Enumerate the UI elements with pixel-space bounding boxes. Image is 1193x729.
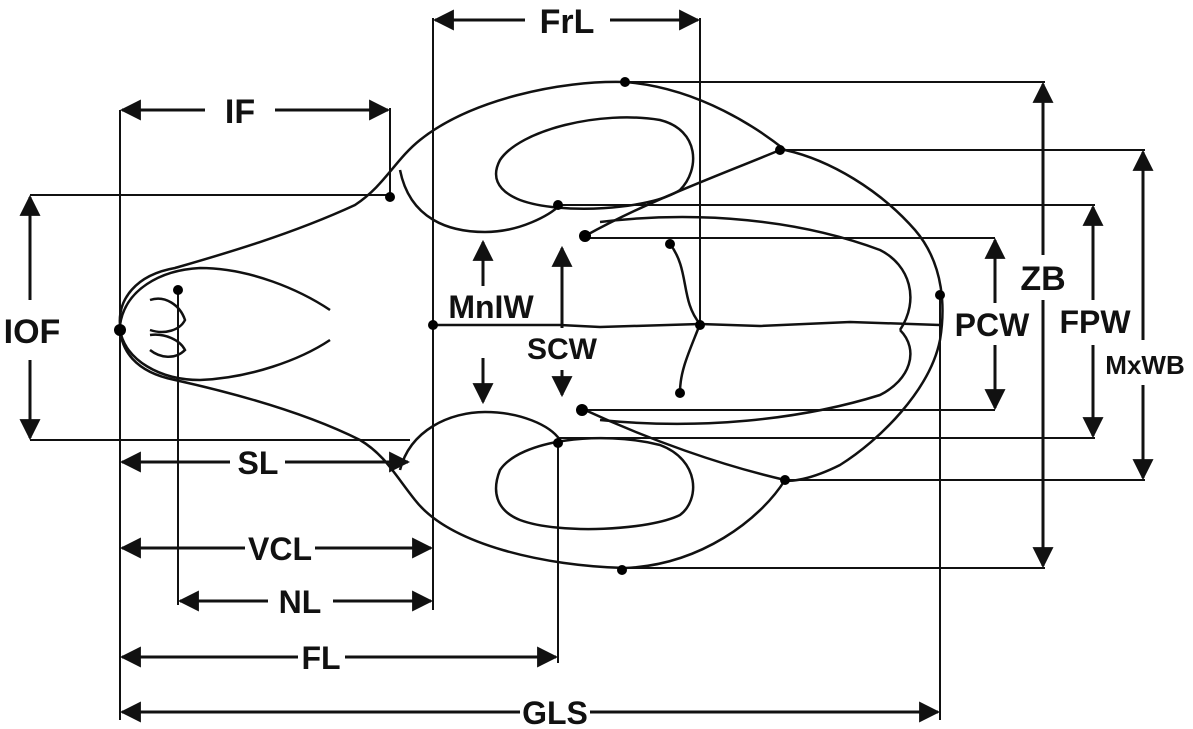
label-frl: FrL [540, 3, 595, 41]
label-nl: NL [279, 584, 322, 620]
label-scw: SCW [527, 333, 598, 366]
dimension-arrows [30, 20, 1143, 712]
label-vcl: VCL [248, 531, 312, 567]
label-sl: SL [238, 445, 279, 481]
reference-lines [30, 18, 1145, 720]
label-mnlw: MnIW [448, 289, 534, 325]
label-mxwb: MxWB [1105, 350, 1184, 380]
label-fl: FL [301, 640, 340, 676]
label-fpw: FPW [1059, 304, 1131, 340]
label-if: IF [225, 93, 255, 131]
label-zb: ZB [1020, 260, 1065, 298]
label-pcw: PCW [955, 307, 1030, 343]
label-iof: IOF [4, 313, 61, 351]
dimension-labels: FrL IF IOF MnIW SCW PCW ZB FPW MxWB SL V… [4, 3, 1185, 729]
label-gls: GLS [522, 695, 588, 729]
